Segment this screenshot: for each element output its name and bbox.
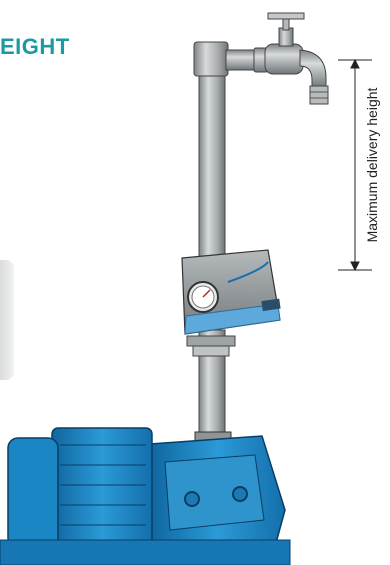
jet-pump (0, 428, 290, 565)
faucet (265, 13, 328, 104)
pressure-controller (182, 250, 281, 334)
maximum-delivery-height-label: Maximum delivery height (364, 88, 380, 243)
horizontal-pipe (226, 48, 268, 72)
vertical-pipe (187, 42, 235, 440)
